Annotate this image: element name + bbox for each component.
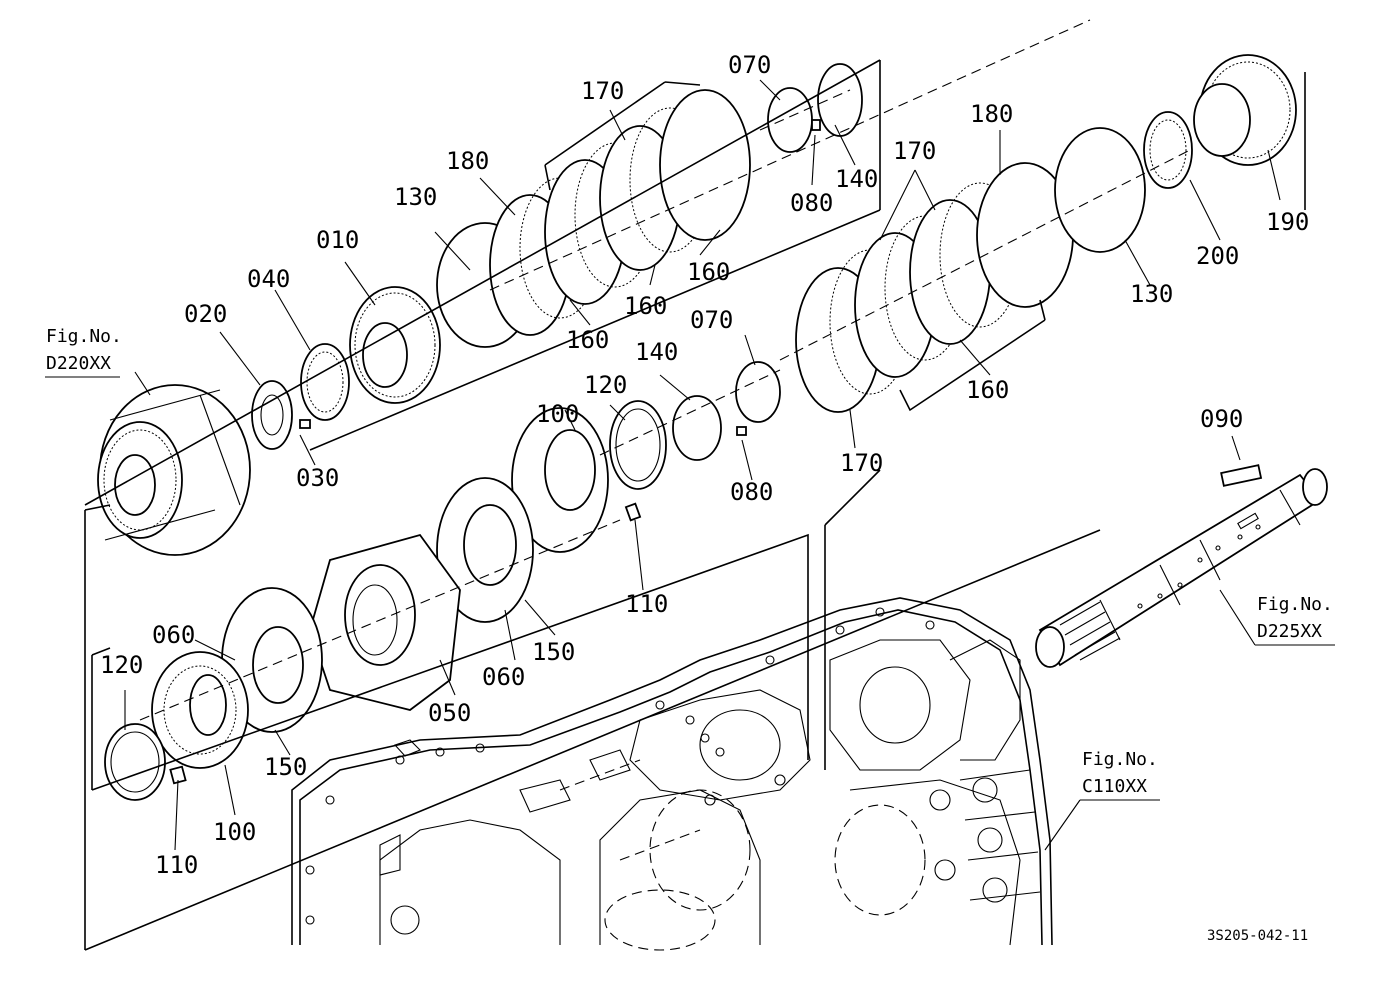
label-060-lower: 060 (152, 621, 195, 649)
label-160-d: 160 (966, 376, 1009, 404)
needle-bearing-040 (300, 343, 350, 421)
figref-d225-title: Fig.No. (1257, 594, 1333, 615)
label-160-c: 160 (566, 326, 609, 354)
main-shaft (1035, 464, 1328, 668)
label-170-lower: 170 (840, 449, 883, 477)
label-150-lower: 150 (264, 753, 307, 781)
right-clutch-pack (795, 54, 1297, 413)
label-070-upper: 070 (728, 51, 771, 79)
figref-c110-code: C110XX (1082, 776, 1147, 797)
label-170-upper: 170 (581, 77, 624, 105)
figref-d225-code: D225XX (1257, 621, 1322, 642)
plate-070-upper (767, 87, 813, 153)
pin-080-lower (736, 426, 747, 436)
drawing-code: 3S205-042-11 (1207, 928, 1308, 944)
snap-ring-140-lower (672, 395, 722, 461)
label-170-right: 170 (893, 137, 936, 165)
pin-030 (299, 419, 311, 429)
label-060-upper: 060 (482, 663, 525, 691)
label-100-lower: 100 (213, 818, 256, 846)
snap-ring-130-right (1054, 127, 1146, 253)
leader-lines (45, 79, 1335, 851)
label-160-b: 160 (624, 292, 667, 320)
label-070-lower: 070 (690, 306, 733, 334)
washer-020 (251, 380, 293, 450)
ring-120-lower (104, 723, 166, 801)
label-200: 200 (1196, 242, 1239, 270)
label-110-lower: 110 (155, 851, 198, 879)
clutch-hub-assembly (97, 384, 251, 556)
spring-110-lower (169, 765, 187, 785)
needle-bearing-200 (1143, 111, 1193, 189)
label-080-lower: 080 (730, 478, 773, 506)
transmission-housing (291, 597, 1053, 951)
label-010: 010 (316, 226, 359, 254)
label-050: 050 (428, 699, 471, 727)
label-120-lower: 120 (100, 651, 143, 679)
spring-110-upper (624, 502, 642, 522)
callout-labels: 010 020 030 040 050 060 060 070 070 080 … (100, 51, 1309, 879)
label-140-lower: 140 (635, 338, 678, 366)
figref-d220-code: D220XX (46, 353, 111, 374)
label-090: 090 (1200, 405, 1243, 433)
label-190: 190 (1266, 208, 1309, 236)
plate-070-lower (735, 361, 781, 423)
figure-references: Fig.No. D220XX Fig.No. D225XX Fig.No. C1… (46, 326, 1333, 797)
label-180-upper: 180 (446, 147, 489, 175)
label-080-upper: 080 (790, 189, 833, 217)
figref-c110-title: Fig.No. (1082, 749, 1158, 770)
pin-080-upper (811, 119, 821, 131)
label-040: 040 (247, 265, 290, 293)
label-030: 030 (296, 464, 339, 492)
label-160-a: 160 (687, 258, 730, 286)
label-100-upper: 100 (536, 400, 579, 428)
figref-d220-title: Fig.No. (46, 326, 122, 347)
label-020: 020 (184, 300, 227, 328)
ring-120-upper (609, 400, 667, 490)
upper-clutch-pack (97, 63, 863, 556)
seal-060-lower (252, 626, 304, 704)
lower-row-parts (104, 533, 461, 801)
label-150-upper: 150 (532, 638, 575, 666)
label-180-right: 180 (970, 100, 1013, 128)
label-120-upper: 120 (584, 371, 627, 399)
label-130-upper: 130 (394, 183, 437, 211)
label-110-upper: 110 (625, 590, 668, 618)
label-130-right: 130 (1130, 280, 1173, 308)
seal-060-upper (463, 504, 517, 586)
middle-row-parts (436, 361, 781, 623)
group-outlines (84, 19, 1306, 951)
label-140-upper: 140 (835, 165, 878, 193)
